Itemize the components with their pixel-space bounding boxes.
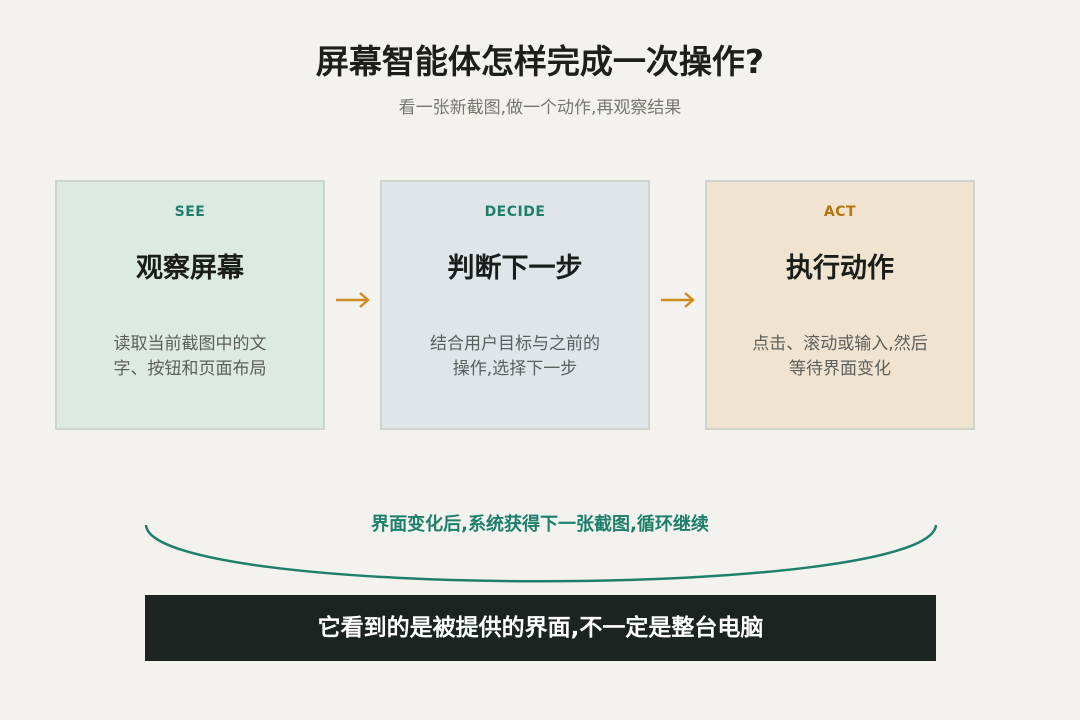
loop-label: 界面变化后,系统获得下一张截图,循环继续 [371,514,709,535]
step-tag-decide: DECIDE [484,204,546,220]
step-heading-see: 观察屏幕 [136,253,244,284]
step-desc-act: 点击、滚动或输入,然后等待界面变化 [752,334,928,379]
step-heading-act: 执行动作 [786,253,894,284]
step-card-act: ACT 执行动作 点击、滚动或输入,然后等待界面变化 [705,180,975,430]
key-note-banner: 它看到的是被提供的界面,不一定是整台电脑 [145,595,936,661]
arrow-right-icon [661,292,695,308]
step-card-see: SEE 观察屏幕 读取当前截图中的文字、按钮和页面布局 [55,180,325,430]
page-subtitle: 看一张新截图,做一个动作,再观察结果 [398,98,682,118]
step-tag-act: ACT [823,204,857,220]
arrow-right-icon [336,292,370,308]
page-title: 屏幕智能体怎样完成一次操作? [315,42,765,81]
step-card-decide: DECIDE 判断下一步 结合用户目标与之前的操作,选择下一步 [380,180,650,430]
step-desc-see: 读取当前截图中的文字、按钮和页面布局 [113,334,267,379]
step-desc-decide: 结合用户目标与之前的操作,选择下一步 [430,334,600,379]
step-heading-decide: 判断下一步 [447,253,583,284]
step-tag-see: SEE [174,204,206,220]
